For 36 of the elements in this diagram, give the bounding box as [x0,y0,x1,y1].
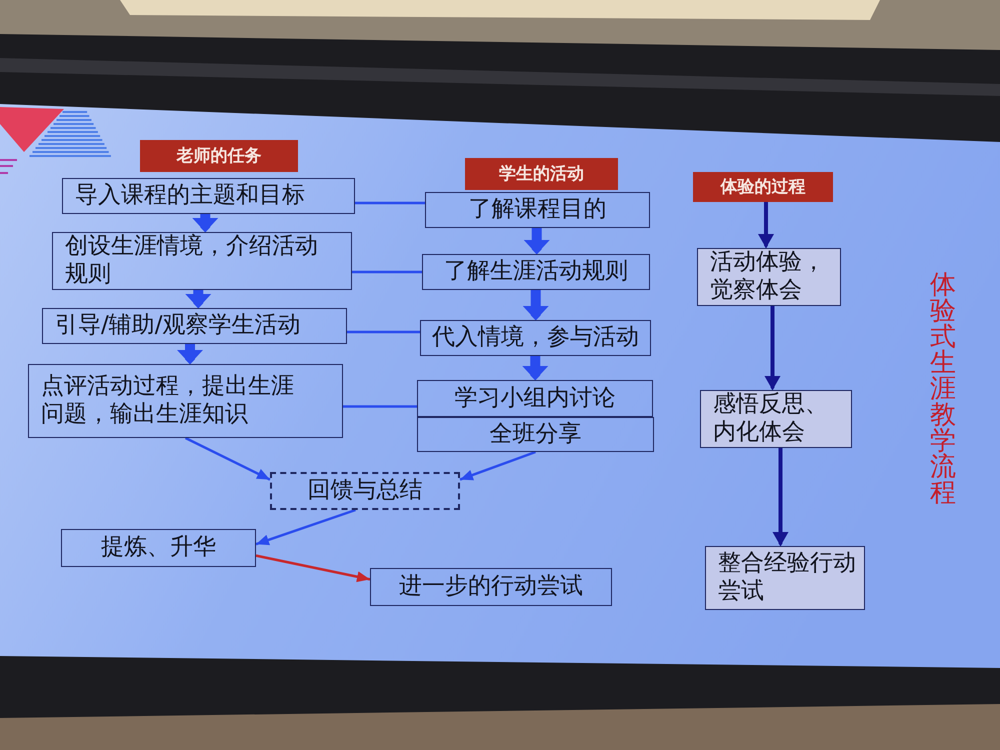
process-box: 提炼、升华 [61,529,256,567]
connector-line [355,202,425,204]
arrow [764,306,780,390]
arrow [185,290,212,308]
arrow [460,450,536,481]
arrow [522,356,548,380]
arrow [772,448,788,546]
arrow [177,344,203,364]
arrow [524,228,550,254]
process-box: 引导/辅助/观察学生活动 [42,308,347,344]
process-box: 了解课程目的 [425,192,650,228]
process-box: 了解生涯活动规则 [422,254,650,290]
column-header: 学生的活动 [465,158,618,190]
arrow [256,554,370,582]
process-box: 感悟反思、内化体会 [700,390,852,448]
arrow [758,202,774,248]
process-box: 导入课程的主题和目标 [62,178,355,214]
connector-line [343,405,417,408]
process-box: 创设生涯情境，介绍活动规则 [52,232,352,290]
title: 体验式生涯教学流程 [930,272,956,506]
arrow [192,214,218,232]
process-box: 学习小组内讨论 [417,380,653,417]
column-header: 老师的任务 [140,140,298,172]
process-box: 活动体验，觉察体会 [697,248,841,306]
arrow [256,508,356,546]
process-box: 进一步的行动尝试 [370,568,612,606]
process-box: 全班分享 [417,417,654,452]
process-box: 整合经验行动尝试 [705,546,865,610]
process-box: 代入情境，参与活动 [420,320,651,356]
connector-line [347,330,420,334]
arrow [184,436,271,481]
arrow [522,290,549,320]
process-box: 点评活动过程，提出生涯问题，输出生涯知识 [28,364,343,438]
dashed-box: 回馈与总结 [270,472,460,510]
column-header: 体验的过程 [693,172,833,202]
connector-line [352,270,422,274]
